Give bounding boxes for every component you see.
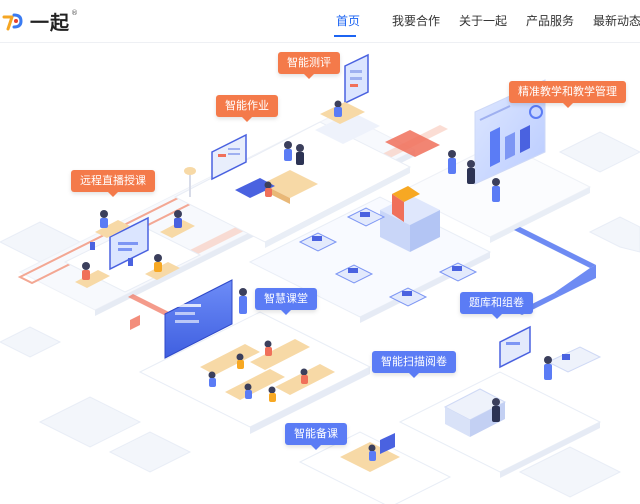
brand-name: 一起 bbox=[30, 11, 71, 34]
registered-mark: ® bbox=[71, 9, 79, 17]
brand-logo[interactable]: 一起 ® bbox=[2, 6, 78, 36]
platform-central-hub bbox=[248, 186, 492, 323]
label-lesson-prep[interactable]: 智能备课 bbox=[285, 423, 347, 450]
nav-item-cooperate[interactable]: 我要合作 bbox=[392, 14, 441, 28]
station-evaluation bbox=[315, 53, 380, 144]
nav-active-indicator bbox=[334, 35, 356, 37]
nav-item-home[interactable]: 首页 bbox=[336, 14, 361, 28]
nav-item-news[interactable]: 最新动态 bbox=[593, 14, 640, 28]
nav-item-products[interactable]: 产品服务 bbox=[526, 14, 575, 28]
platform-scan-marking bbox=[398, 325, 602, 478]
label-smart-classroom[interactable]: 智慧课堂 bbox=[255, 288, 317, 315]
label-smart-evaluation[interactable]: 智能测评 bbox=[278, 52, 340, 79]
label-precise-teaching[interactable]: 精准教学和教学管理 bbox=[509, 81, 626, 108]
platform-homework bbox=[173, 121, 412, 248]
label-scan-marking[interactable]: 智能扫描阅卷 bbox=[372, 351, 456, 378]
logo-icon bbox=[2, 13, 23, 31]
label-smart-homework[interactable]: 智能作业 bbox=[216, 95, 278, 122]
isometric-campus-illustration bbox=[0, 53, 640, 504]
platform-lesson-prep bbox=[298, 431, 452, 504]
platform-precise-teaching bbox=[398, 79, 592, 243]
platform-smart-classroom bbox=[130, 279, 372, 434]
top-header: 一起 ® 首页 我要合作 关于一起 产品服务 最新动态 bbox=[0, 0, 640, 43]
hero-illustration: 智能测评 智能作业 精准教学和教学管理 远程直播授课 智慧课堂 题库和组卷 智能… bbox=[0, 42, 640, 504]
nav-item-about[interactable]: 关于一起 bbox=[459, 14, 508, 28]
label-question-bank[interactable]: 题库和组卷 bbox=[460, 292, 533, 319]
label-remote-live[interactable]: 远程直播授课 bbox=[71, 170, 155, 197]
station-remote-live bbox=[63, 210, 202, 293]
